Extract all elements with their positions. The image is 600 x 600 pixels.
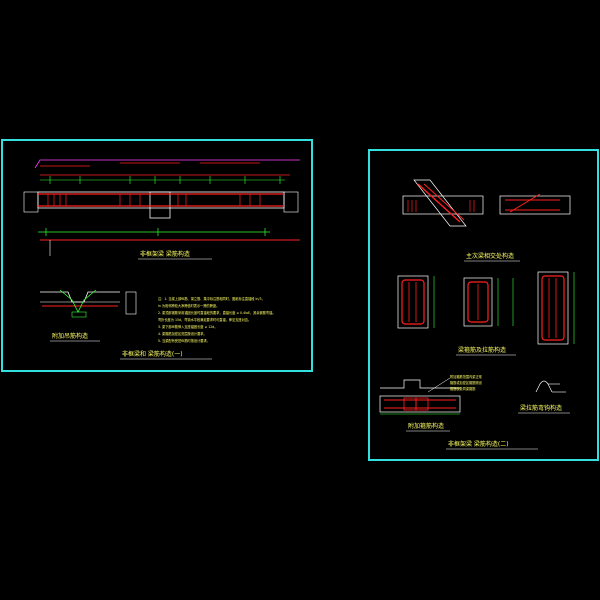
beam-elevation-title: 非框架梁 梁筋构造: [140, 250, 190, 258]
detail2-title: 梁箍筋及拉筋构造: [458, 346, 506, 354]
callout-line: 箍筋或加密区箍筋照设: [450, 380, 483, 385]
right-sheet-frame: [368, 149, 599, 461]
note-line: 4. 梁箍筋加密区范围按设计要求。: [158, 331, 207, 336]
beam-intersection-detail: [402, 179, 571, 227]
span-dimension: [38, 228, 270, 236]
note-line: 注：1. 当梁上部纵筋、架立筋、集中标注筋相同时，图纸标注直锚段 ln/3，: [158, 296, 265, 301]
top-dimension-ticks: [40, 176, 285, 184]
note-line: 3. 梁下部纵筋伸入支座锚固长度 ≥ 12d。: [158, 324, 217, 329]
callout-line: 箍筋肢数同梁箍筋: [450, 386, 476, 391]
callout-text: 附加箍筋范围内梁正常 箍筋或加密区箍筋照设 箍筋肢数同梁箍筋: [450, 374, 483, 391]
callout-line: 附加箍筋范围内梁正常: [450, 374, 482, 379]
top-magenta-line: [34, 159, 300, 169]
stirrup-sections: [397, 271, 575, 345]
tie-hook-detail: [535, 380, 566, 393]
note-line: ln 为相邻跨较大净跨值时表示一跨的跨度。: [158, 303, 219, 308]
note-line: 5. 当梁配有受扭纵筋时按设计要求。: [158, 338, 210, 343]
notes-block: 注：1. 当梁上部纵筋、架立筋、集中标注筋相同时，图纸标注直锚段 ln/3， l…: [158, 296, 275, 343]
right-sheet-title: 非框架梁 梁筋构造(二): [448, 440, 509, 448]
additional-stirrup-detail: [379, 377, 461, 415]
note-line: 弯折长度为 15d，弯钩水平段满足要求时可直锚，伸至支座对边。: [158, 317, 251, 322]
detail3-title: 附加箍筋构造: [408, 422, 444, 430]
beam-elevation: [23, 191, 299, 219]
hanger-detail-title: 附加吊筋构造: [52, 332, 88, 340]
detail1-title: 主次梁相交处构造: [466, 252, 514, 260]
left-sheet-title: 非框梁和 梁筋构造(一): [122, 350, 183, 358]
top-rebar-lines: [40, 162, 290, 176]
hanger-detail: [40, 289, 137, 318]
detail4-title: 梁拉筋弯钩构造: [520, 404, 562, 412]
note-line: 2. 梁顶部钢筋采用锚固长度时直锚段的要求，直锚长度 ≥ 0.4laE，其余钢筋…: [158, 310, 275, 315]
left-sheet-frame: [1, 139, 313, 372]
